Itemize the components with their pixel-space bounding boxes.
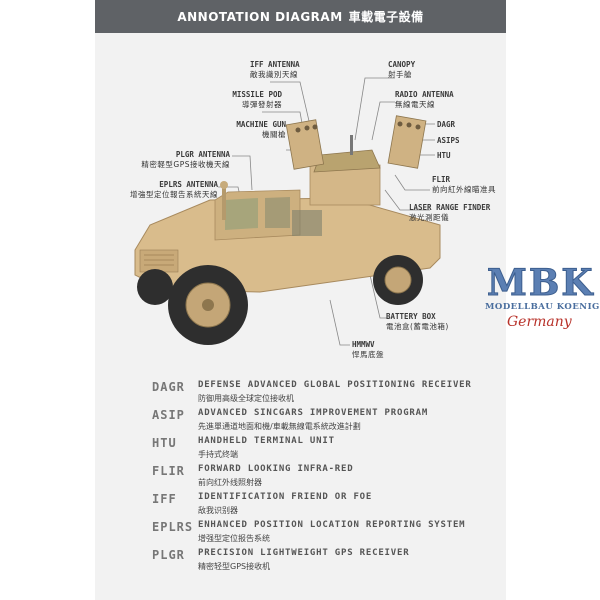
- legend-zh: 精密轻型GPS接收机: [198, 562, 271, 571]
- legend-abbr: EPLRS: [152, 520, 194, 534]
- legend-full: ENHANCED POSITION LOCATION REPORTING SYS…: [198, 520, 466, 530]
- mbk-logo: MBK MODELLBAU KOENIG Germany: [485, 262, 600, 342]
- title-banner: ANNOTATION DIAGRAM 車載電子設備: [95, 0, 506, 33]
- legend-zh: 手持式终端: [198, 450, 238, 459]
- legend-full: FORWARD LOOKING INFRA-RED: [198, 464, 354, 474]
- legend-abbr: DAGR: [152, 380, 185, 394]
- wheels: [137, 255, 423, 345]
- legend-full: PRECISION LIGHTWEIGHT GPS RECEIVER: [198, 548, 410, 558]
- legend-full: ADVANCED SINCGARS IMPROVEMENT PROGRAM: [198, 408, 429, 418]
- legend-zh: 前向红外线照射器: [198, 478, 262, 487]
- legend-zh: 防御用高级全球定位接收机: [198, 394, 294, 403]
- legend-abbr: HTU: [152, 436, 177, 450]
- legend-zh: 敌我识别器: [198, 506, 238, 515]
- legend-abbr: IFF: [152, 492, 177, 506]
- callout-htu: HTU: [437, 151, 451, 160]
- title-zh: 車載電子設備: [348, 10, 424, 24]
- logo-brand: MBK: [487, 262, 595, 305]
- logo-line3: Germany: [507, 314, 572, 330]
- logo-line2: MODELLBAU KOENIG: [485, 302, 600, 312]
- legend-zh: 增强型定位报告系统: [198, 534, 270, 543]
- legend-abbr: FLIR: [152, 464, 185, 478]
- callout-dagr: DAGR: [437, 120, 456, 129]
- callout-asips: ASIPS: [437, 136, 460, 145]
- legend-full: HANDHELD TERMINAL UNIT: [198, 436, 335, 446]
- legend-abbr: ASIP: [152, 408, 185, 422]
- legend-full: DEFENSE ADVANCED GLOBAL POSITIONING RECE…: [198, 380, 472, 390]
- legend-full: IDENTIFICATION FRIEND OR FOE: [198, 492, 373, 502]
- legend-abbr: PLGR: [152, 548, 185, 562]
- legend-zh: 先進單通道地面和機/車載無線電系統改進計劃: [198, 422, 361, 431]
- title-en: ANNOTATION DIAGRAM: [177, 9, 343, 24]
